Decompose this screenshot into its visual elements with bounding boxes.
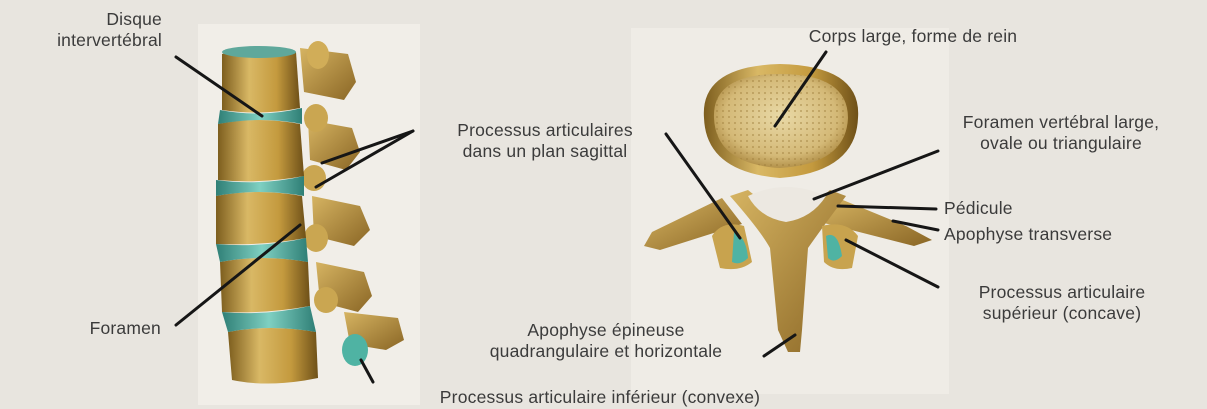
top-endplate (222, 46, 296, 58)
label-apophyse-epineuse: Apophyse épineuse quadrangulaire et hori… (412, 320, 800, 362)
label-foramen-vertebral: Foramen vertébral large, ovale ou triang… (915, 112, 1207, 154)
vertebral-body-5 (228, 328, 318, 384)
label-processus-articulaires-line1: Processus articulaires (420, 120, 670, 141)
label-disque-line1: Disque (57, 9, 162, 30)
vertebral-body-trabeculae (714, 74, 848, 168)
label-apophyse-epineuse-line1: Apophyse épineuse (412, 320, 800, 341)
inferior-articular-process-shape (342, 334, 368, 366)
label-foramen-vertebral-line1: Foramen vertébral large, (915, 112, 1207, 133)
label-processus-articulaires-line2: dans un plan sagittal (420, 141, 670, 162)
articular-process-3 (302, 165, 326, 191)
label-processus-articulaires: Processus articulaires dans un plan sagi… (420, 120, 670, 162)
label-pedicule: Pédicule (944, 198, 1013, 219)
label-foramen-vertebral-line2: ovale ou triangulaire (915, 133, 1207, 154)
label-processus-superieur-line2: supérieur (concave) (932, 303, 1192, 324)
vertebral-body-1 (222, 48, 300, 112)
label-disque-line2: intervertébral (57, 30, 162, 51)
vertebral-body-3 (216, 192, 306, 244)
label-processus-inferieur: Processus articulaire inférieur (convexe… (350, 387, 850, 408)
label-processus-superieur: Processus articulaire supérieur (concave… (932, 282, 1192, 324)
label-corps-large: Corps large, forme de rein (738, 26, 1088, 47)
articular-process-1 (307, 41, 329, 69)
articular-process-2 (304, 104, 328, 132)
label-disque-intervertebral: Disque intervertébral (57, 9, 162, 51)
label-processus-superieur-line1: Processus articulaire (932, 282, 1192, 303)
label-foramen: Foramen (90, 318, 161, 339)
articular-process-5 (314, 287, 338, 313)
label-apophyse-transverse: Apophyse transverse (944, 224, 1112, 245)
vertebral-body-4 (220, 258, 310, 312)
label-apophyse-epineuse-line2: quadrangulaire et horizontale (412, 341, 800, 362)
articular-process-4 (304, 224, 328, 252)
vertebral-body-2 (218, 120, 304, 181)
